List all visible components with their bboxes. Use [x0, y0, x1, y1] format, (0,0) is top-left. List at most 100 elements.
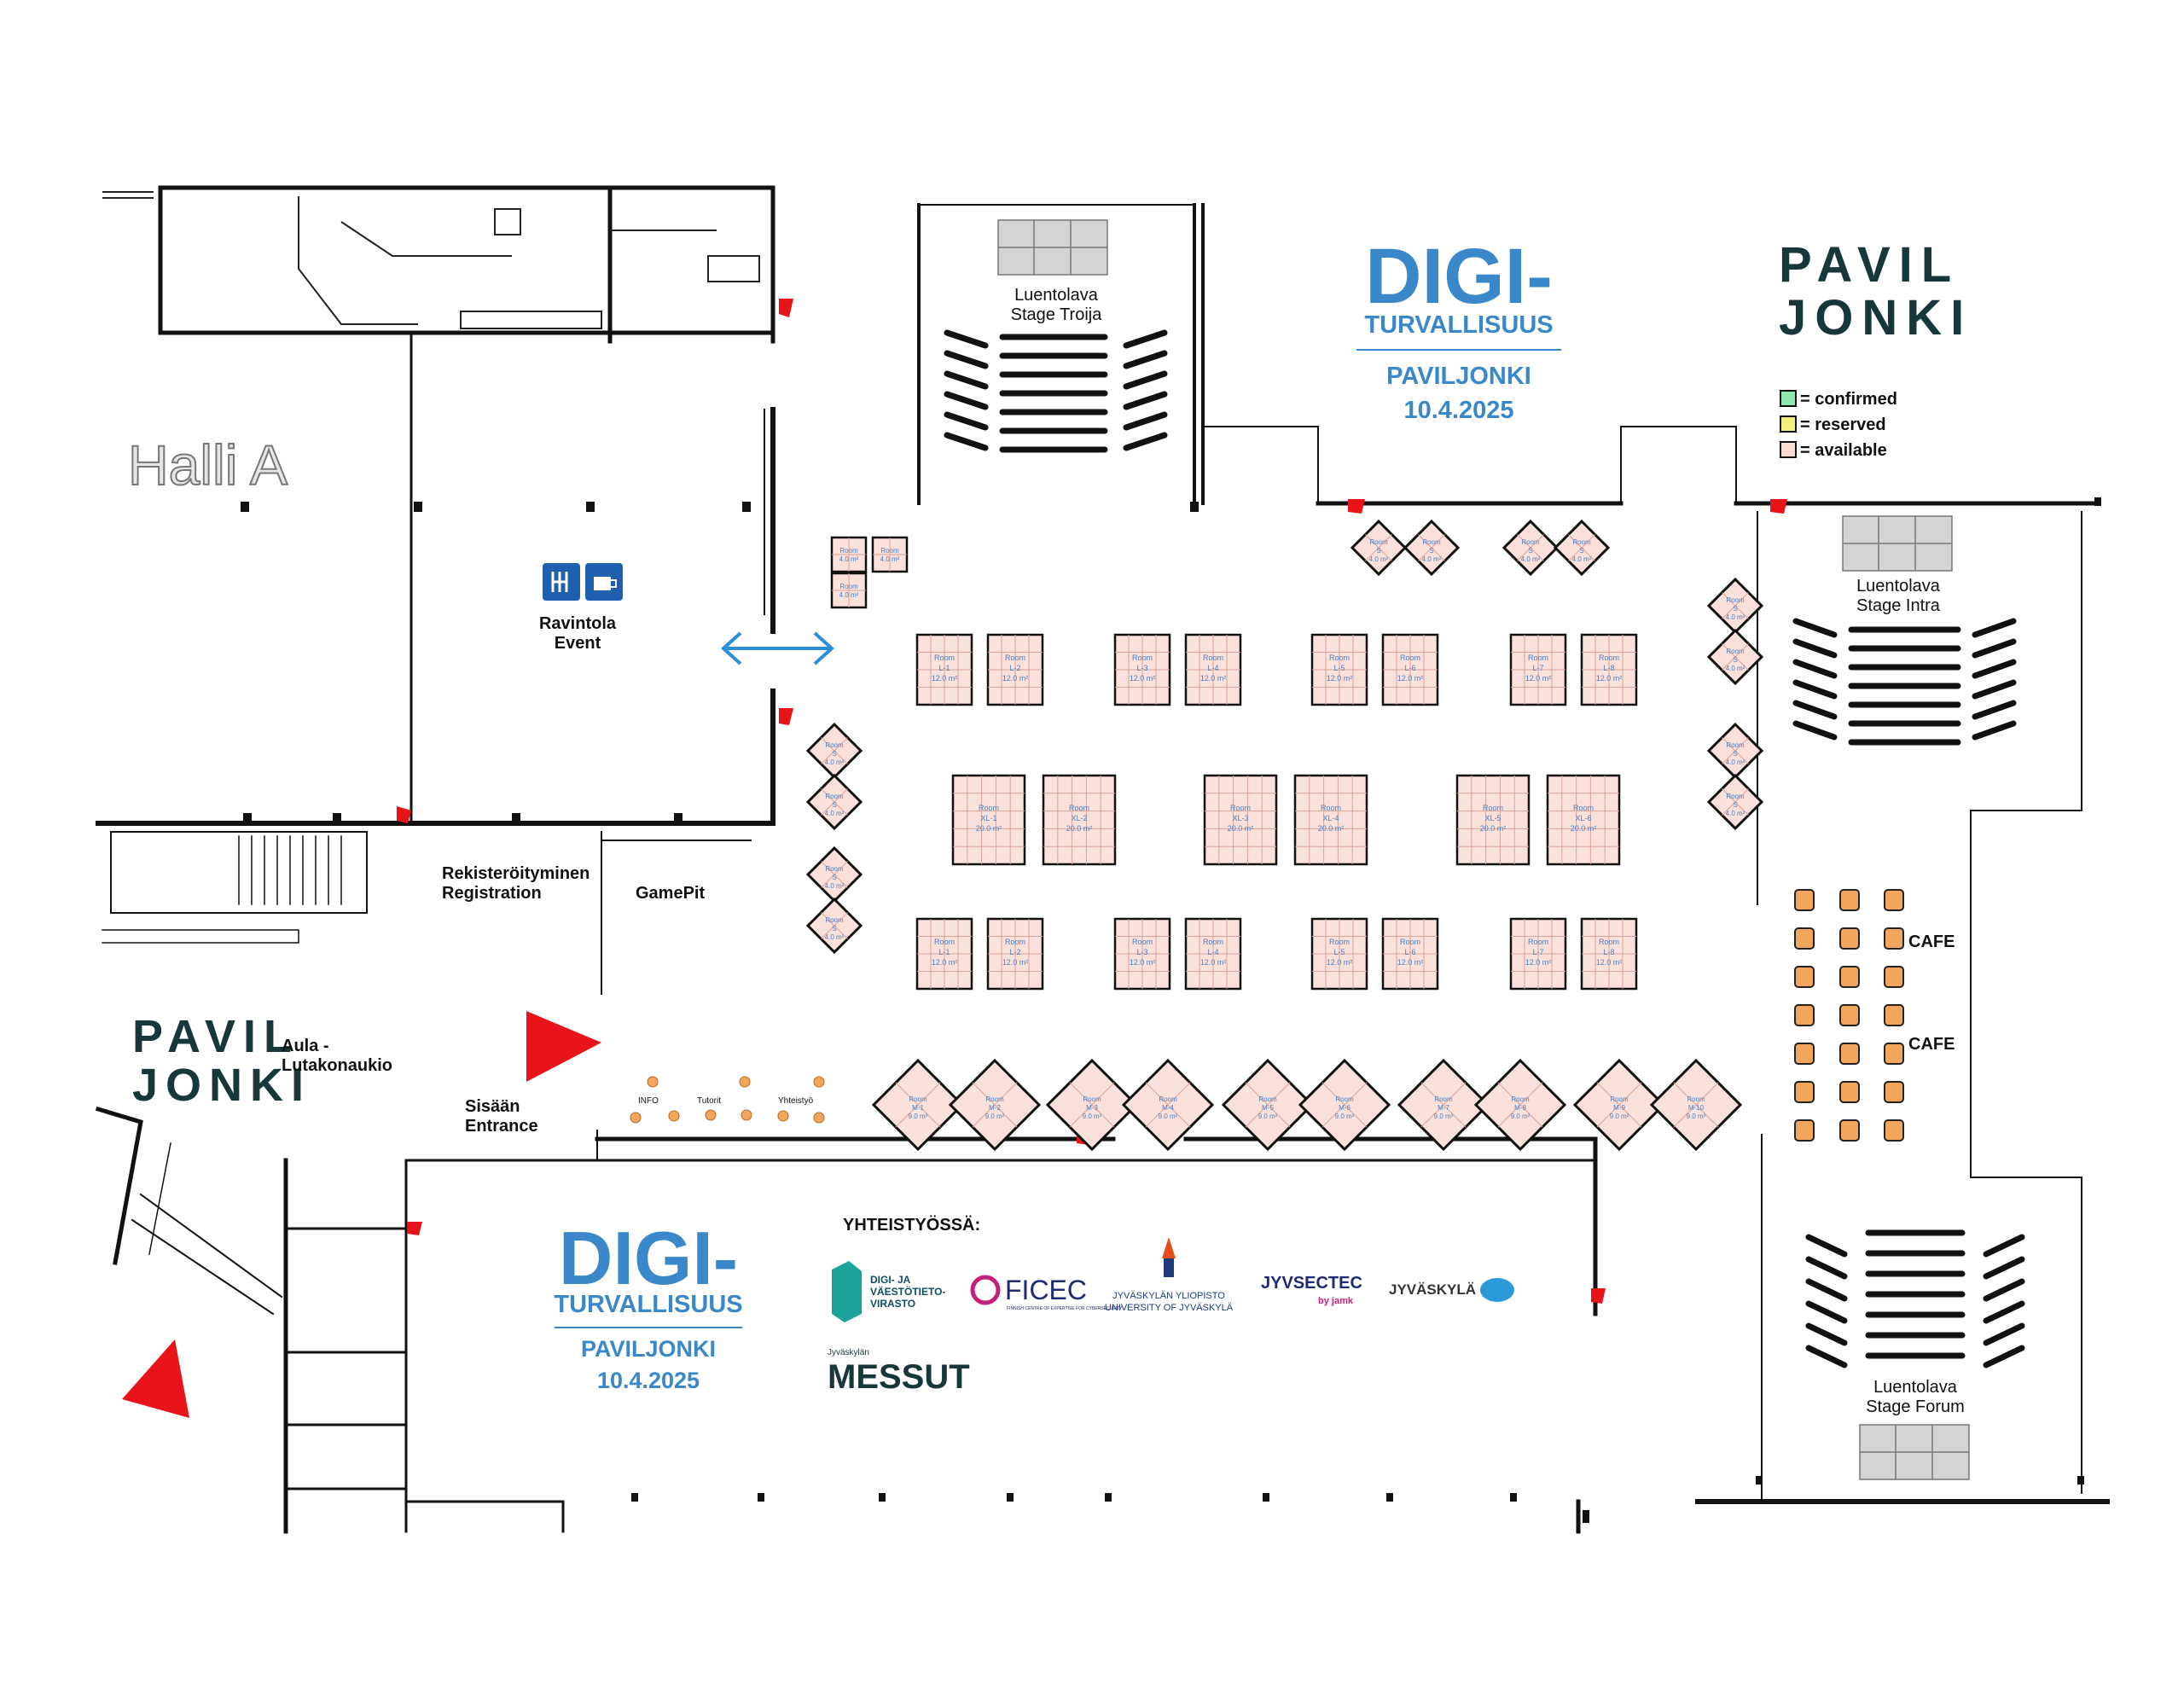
svg-text:12.0 m²: 12.0 m²: [1525, 674, 1552, 683]
bench: [1792, 679, 1838, 700]
cafe-label-2: CAFE: [1908, 1035, 1955, 1054]
bench: [1792, 700, 1838, 720]
cafe-table: [1794, 1081, 1815, 1103]
stage-intra-line1: Luentolava: [1856, 577, 1941, 596]
cafe-table: [1839, 1081, 1860, 1103]
entrance-label: Entrance: [465, 1117, 538, 1136]
svg-text:XL-5: XL-5: [1484, 814, 1501, 822]
svg-text:12.0 m²: 12.0 m²: [932, 958, 958, 967]
svg-text:L-5: L-5: [1333, 664, 1345, 672]
title-paviljonki-2: PAVILJONKI: [581, 1336, 716, 1362]
svg-text:XL-3: XL-3: [1232, 814, 1248, 822]
title-date-2: 10.4.2025: [597, 1368, 700, 1393]
svg-text:Room: Room: [1083, 1095, 1101, 1103]
lower-arrow-icon: [122, 1339, 189, 1418]
gamepit-label: GamePit: [636, 884, 705, 903]
svg-text:L-4: L-4: [1207, 948, 1218, 956]
svg-text:20.0 m²: 20.0 m²: [976, 824, 1002, 833]
svg-text:12.0 m²: 12.0 m²: [1002, 958, 1029, 967]
svg-text:Room: Room: [825, 741, 844, 749]
svg-text:Room: Room: [1528, 938, 1548, 946]
cafe-table: [1794, 889, 1815, 911]
cafe-table: [1794, 1004, 1815, 1026]
svg-text:9.0 m²: 9.0 m²: [1159, 1113, 1178, 1120]
cafe-table: [1794, 966, 1815, 988]
svg-text:9.0 m²: 9.0 m²: [1511, 1113, 1531, 1120]
svg-text:12.0 m²: 12.0 m²: [1327, 958, 1353, 967]
svg-text:L-7: L-7: [1532, 948, 1543, 956]
svg-text:Room: Room: [1258, 1095, 1277, 1103]
svg-text:M-3: M-3: [1086, 1104, 1098, 1112]
legend-confirmed-swatch: [1780, 390, 1797, 407]
svg-text:Room: Room: [1726, 741, 1745, 749]
svg-text:12.0 m²: 12.0 m²: [1002, 674, 1029, 683]
svg-text:Room: Room: [1329, 654, 1350, 662]
svg-text:9.0 m²: 9.0 m²: [985, 1113, 1005, 1120]
title-paviljonki: PAVILJONKI: [1386, 363, 1531, 390]
svg-text:L-3: L-3: [1136, 948, 1147, 956]
bench: [1972, 638, 2017, 659]
svg-text:L-1: L-1: [938, 664, 950, 672]
svg-text:M-4: M-4: [1162, 1104, 1174, 1112]
svg-text:Room: Room: [1005, 938, 1025, 946]
svg-text:S: S: [1733, 605, 1737, 613]
event-label: Event: [555, 634, 601, 653]
svg-text:12.0 m²: 12.0 m²: [1200, 674, 1227, 683]
svg-text:Room: Room: [1159, 1095, 1177, 1103]
svg-text:L-8: L-8: [1603, 664, 1614, 672]
bench: [1983, 1278, 2025, 1302]
ficec-logo-icon: [970, 1275, 1001, 1305]
cafe-table: [1884, 1043, 1904, 1065]
svg-text:L-7: L-7: [1532, 664, 1543, 672]
svg-text:Room: Room: [839, 547, 858, 555]
svg-text:Room: Room: [1369, 538, 1388, 546]
